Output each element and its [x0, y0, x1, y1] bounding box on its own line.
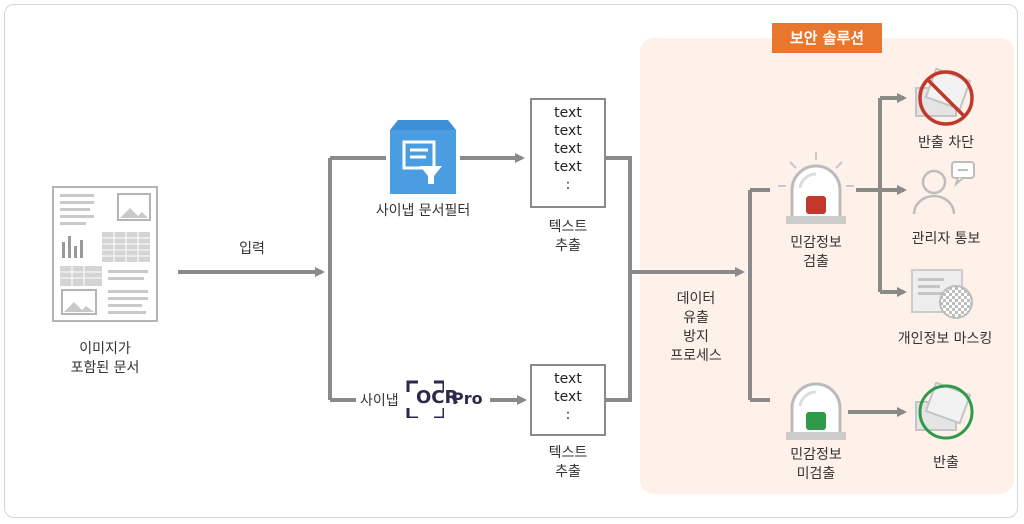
- export-allowed-icon: [915, 382, 974, 440]
- text-line: text: [554, 141, 582, 157]
- mask-info-icon: [911, 269, 973, 319]
- input-doc-label: 이미지가 포함된 문서: [70, 341, 140, 376]
- zone-title: 보안 솔루션: [772, 23, 882, 53]
- text-top-join: [606, 156, 632, 272]
- outcome-mask-label: 개인정보 마스킹: [897, 331, 993, 347]
- process-label: 데이터 유출 방지 프로세스: [670, 291, 722, 364]
- outcome-export-label: 반출: [933, 455, 959, 471]
- outcome-notify-label: 관리자 통보: [911, 231, 981, 247]
- text-line: text: [554, 371, 582, 387]
- text-line: text: [554, 105, 582, 121]
- detected-label: 민감정보 검출: [790, 235, 842, 270]
- alarm-green-icon: [786, 382, 846, 440]
- outcome-block-label: 반출 차단: [918, 135, 974, 151]
- ocr-word: OCR: [416, 387, 459, 408]
- text-bottom-join: [606, 272, 632, 402]
- document-with-images-icon: [52, 186, 158, 322]
- ocr-suffix: Pro: [452, 389, 483, 408]
- diagram-frame: [4, 4, 1018, 518]
- text-line: text: [554, 123, 582, 139]
- text-line: :: [565, 177, 571, 193]
- text-box-top-caption: 텍스트 추출: [548, 219, 588, 254]
- text-box-top: text text text text :: [530, 98, 606, 208]
- input-arrow-label: 입력: [239, 241, 265, 257]
- alarm-red-icon: [778, 152, 854, 224]
- ocr-pro-logo: 사이냅 OCR Pro: [360, 376, 488, 422]
- notify-admin-icon: [912, 161, 975, 215]
- ocr-bracket-icon: [406, 380, 444, 418]
- text-line: text: [554, 159, 582, 175]
- text-line: text: [554, 389, 582, 405]
- block-export-icon: [915, 67, 974, 126]
- text-box-bottom-caption: 텍스트 추출: [548, 445, 588, 480]
- filter-label: 사이냅 문서필터: [375, 203, 471, 219]
- ocr-prefix: 사이냅: [360, 393, 399, 409]
- text-line: :: [565, 407, 571, 423]
- document-filter-icon: [390, 120, 456, 194]
- text-box-bottom: text text :: [530, 364, 606, 436]
- undetected-label: 민감정보 미검출: [790, 447, 842, 482]
